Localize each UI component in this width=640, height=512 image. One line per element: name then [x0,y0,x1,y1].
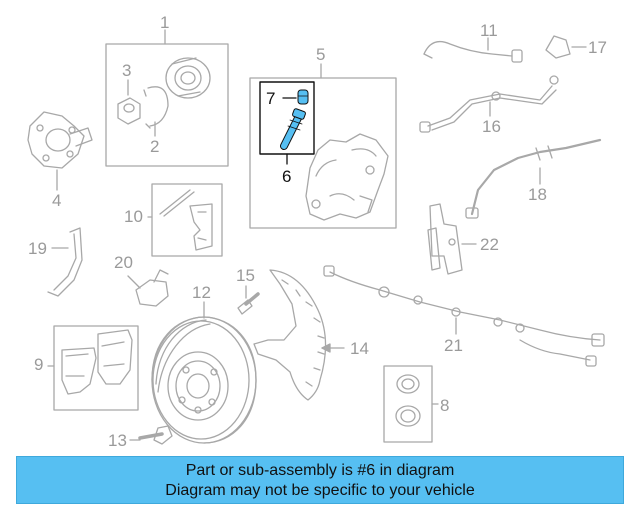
callout-7: 7 [266,89,276,108]
callout-14: 14 [350,339,369,358]
callout-10: 10 [124,207,143,226]
wheel-hub [27,111,93,191]
callout-17: 17 [588,38,607,57]
wheel-bolt-13 [129,425,173,445]
dust-shield-14 [253,269,345,401]
brake-hose-18 [465,138,602,219]
callout-22: 22 [480,235,499,254]
banner-line-1: Part or sub-assembly is #6 in diagram [185,462,455,479]
brake-line-16 [419,75,559,133]
callout-4: 4 [52,191,62,210]
bracket-19 [47,227,83,297]
callout-19: 19 [28,239,47,258]
bleeder-cap-part-7 [297,89,309,105]
callout-9: 9 [34,355,44,374]
banner-line-2: Diagram may not be specific to your vehi… [165,482,475,499]
callout-13: 13 [108,431,127,450]
bearing-group-box [105,29,229,167]
brake-pads-box [47,325,139,411]
callout-5: 5 [316,45,326,64]
caliper-group-box [249,63,397,229]
callout-18: 18 [528,185,547,204]
bleeder-screw-part-6 [280,108,306,150]
seal-kit-box [383,365,439,443]
bleeder-screw-box [259,81,315,165]
bracket-22 [427,203,477,275]
part-info-banner: Part or sub-assembly is #6 in diagram Di… [16,456,624,504]
callout-3: 3 [122,61,132,80]
callout-16: 16 [482,117,501,136]
brake-rotor-12 [151,301,257,444]
pad-pin-box [147,183,223,257]
speed-sensor-20 [127,269,169,307]
callout-21: 21 [444,336,463,355]
callout-1: 1 [160,13,170,32]
callout-8: 8 [440,396,450,415]
callout-15: 15 [236,266,255,285]
callout-20: 20 [114,253,133,272]
callout-2: 2 [150,137,160,156]
callout-12: 12 [192,283,211,302]
bolt-15 [237,285,260,315]
clip-17 [545,35,587,59]
callout-11: 11 [480,21,498,40]
callout-6: 6 [282,167,292,186]
sensor-cable-21 [323,265,605,367]
wear-sensor-wire-11 [423,37,523,63]
